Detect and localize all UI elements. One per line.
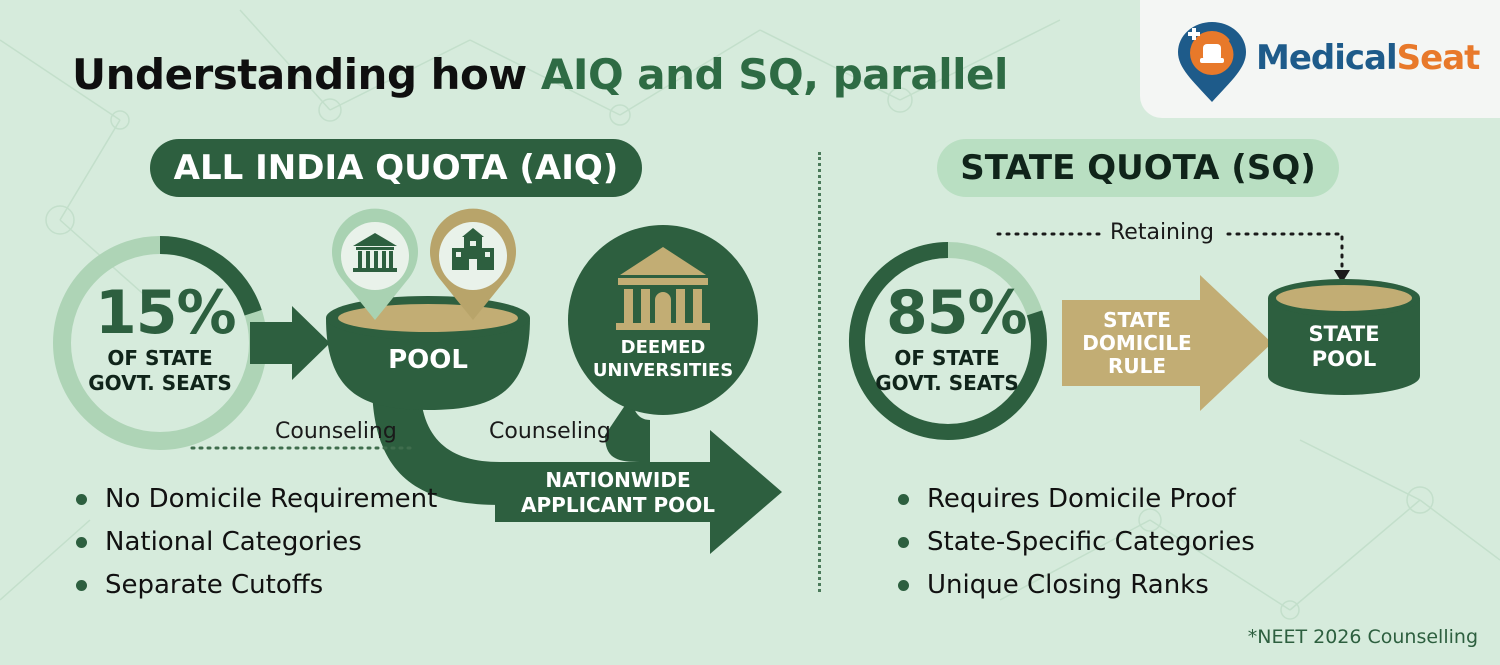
pool-flow-curve [372,382,500,505]
aiq-feature-text: Separate Cutoffs [105,570,324,600]
sq-percent-label-line2: GOVT. SEATS [875,371,1019,395]
counseling-label-right: Counseling [489,419,611,444]
deemed-label-line1: DEEMED [620,337,706,358]
brand-name-part-2: Seat [1396,38,1481,78]
medical-seat-logo-icon [1178,22,1246,102]
state-pool-cylinder [1268,279,1420,395]
brand-name-part-1: Medical [1256,38,1398,78]
rule-label-line3: RULE [1107,354,1167,378]
state-pool-label-line1: STATE [1308,322,1380,346]
sq-percent-label-line1: OF STATE [894,346,1000,370]
aiq-heading-pill: ALL INDIA QUOTA (AIQ) [150,139,642,197]
pool-label: POOL [388,345,468,375]
logo-card: MedicalSeat [1140,0,1500,118]
sq-feature-text: Unique Closing Ranks [927,570,1209,600]
retaining-label: Retaining [1110,220,1215,245]
retaining-dotted-arrow [996,232,1344,272]
aiq-percent-label-line1: OF STATE [107,346,213,370]
sq-feature-item: Unique Closing Ranks [898,570,1255,600]
deemed-universities-circle [568,225,758,415]
state-domicile-rule-label: STATE DOMICILE RULE [1078,309,1196,378]
deemed-flow-curve [605,395,650,463]
nationwide-label-line1: NATIONWIDE [545,468,691,492]
bullet-dot [76,493,87,505]
deemed-universities-label: DEEMED UNIVERSITIES [580,336,746,382]
state-domicile-arrow [1062,275,1272,411]
sq-85-percent-ring [848,242,1047,440]
sq-feature-text: Requires Domicile Proof [927,484,1236,514]
retaining-arrowhead [1334,270,1350,283]
title-part-1: Understanding how [72,50,541,99]
title-part-2: AIQ and SQ, parallel [540,50,1009,99]
section-divider [818,152,821,592]
sq-feature-list: Requires Domicile Proof State-Specific C… [898,484,1255,613]
aiq-feature-list: No Domicile Requirement National Categor… [76,484,437,613]
aiq-feature-text: National Categories [105,527,362,557]
nationwide-arrow [495,430,782,554]
state-pool-label: STATE POOL [1280,322,1408,372]
bullet-dot [76,536,87,548]
rule-label-line2: DOMICILE [1082,331,1192,355]
aiq-percent: 15% [95,278,237,348]
aiq-percent-label-line2: GOVT. SEATS [88,371,232,395]
bullet-dot [898,493,909,505]
sq-percent-label: OF STATE GOVT. SEATS [862,346,1032,396]
sq-heading-pill: STATE QUOTA (SQ) [937,139,1339,197]
sq-feature-text: State-Specific Categories [927,527,1255,557]
sq-feature-item: Requires Domicile Proof [898,484,1255,514]
page-title: Understanding how AIQ and SQ, parallel [72,50,1008,99]
government-building-icon [332,208,418,320]
sq-feature-item: State-Specific Categories [898,527,1255,557]
university-columns-icon [616,247,710,330]
state-pool-label-line2: POOL [1311,347,1377,371]
bullet-dot [898,579,909,591]
aiq-feature-item: Separate Cutoffs [76,570,437,600]
aiq-feature-item: No Domicile Requirement [76,484,437,514]
sq-percent: 85% [886,278,1028,348]
bullet-dot [898,536,909,548]
deemed-label-line2: UNIVERSITIES [592,360,734,381]
aiq-feature-text: No Domicile Requirement [105,484,438,514]
brand-name: MedicalSeat [1256,38,1481,78]
aiq-feature-item: National Categories [76,527,437,557]
footnote: *NEET 2026 Counselling [1247,626,1478,648]
counseling-label-left: Counseling [275,419,397,444]
nationwide-pool-label: NATIONWIDE APPLICANT POOL [500,468,736,518]
bullet-dot [76,579,87,591]
aiq-percent-label: OF STATE GOVT. SEATS [60,346,260,396]
nationwide-label-line2: APPLICANT POOL [521,493,715,517]
school-building-icon [430,208,516,320]
arrow-to-pool [250,306,330,380]
rule-label-line1: STATE [1103,308,1171,332]
